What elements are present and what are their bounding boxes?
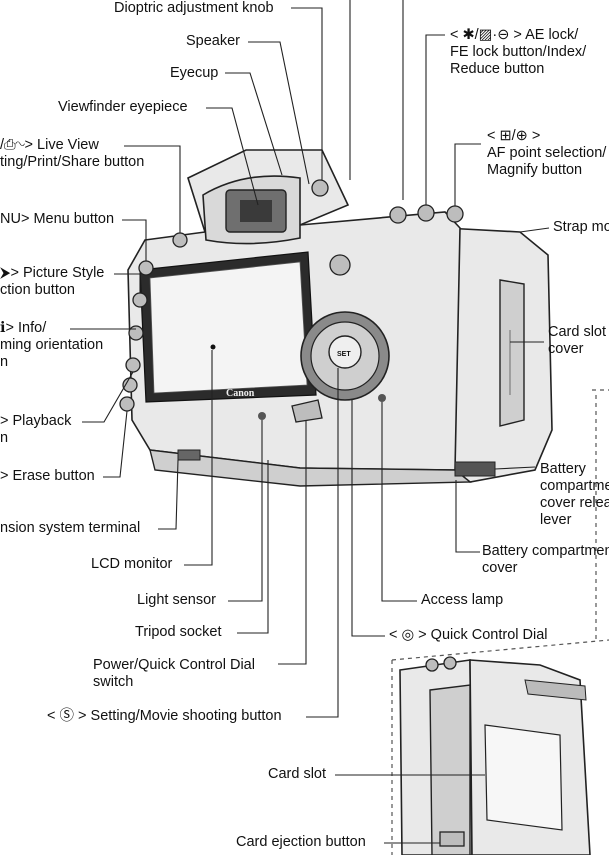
label-picture-style: ⮞> Picture Style ction button	[0, 265, 105, 298]
multi-controller	[329, 254, 351, 276]
label-eyecup: Eyecup	[170, 65, 219, 81]
label-battery-release: Battery compartment cover release lever	[540, 461, 609, 528]
label-access-lamp: Access lamp	[421, 592, 504, 608]
label-af-point: < ⊞/⊕ > AF point selection/ Magnify butt…	[487, 128, 607, 178]
camera-brand: Canon	[226, 388, 255, 399]
label-light-sensor: Light sensor	[137, 592, 216, 608]
label-info: ℹ> Info/ ming orientation n	[0, 320, 104, 370]
power-switch	[291, 399, 323, 423]
label-menu: NU> Menu button	[0, 211, 115, 227]
eyecup-shape	[202, 175, 301, 245]
label-viewfinder: Viewfinder eyepiece	[58, 99, 188, 115]
top-buttons	[389, 204, 464, 224]
dioptric-knob	[311, 179, 329, 197]
label-playback: > Playback n	[0, 413, 72, 446]
label-card-ejection: Card ejection button	[236, 834, 366, 850]
quick-control-dial	[300, 311, 390, 401]
label-dioptric: Dioptric adjustment knob	[114, 0, 274, 16]
label-erase: > Erase button	[0, 468, 95, 484]
grip-details	[177, 330, 511, 477]
label-quick-control-dial: < ◎ > Quick Control Dial	[389, 627, 548, 643]
leader-lines	[70, 0, 550, 844]
label-card-slot-cover: Card slot cover	[548, 324, 607, 357]
label-card-slot: Card slot	[268, 766, 327, 782]
label-tripod-socket: Tripod socket	[135, 624, 222, 640]
label-strap-mount: Strap mount	[553, 219, 609, 235]
label-speaker: Speaker	[186, 33, 241, 49]
label-extension-terminal: nsion system terminal	[0, 520, 141, 536]
label-lcd-monitor: LCD monitor	[91, 556, 173, 572]
light-sensor	[258, 412, 266, 420]
label-ae-lock: < ✱/▨·⊖ > AE lock/ FE lock button/Index/…	[450, 27, 587, 77]
label-live-view: /⎙∿> Live View ting/Print/Share button	[0, 137, 145, 170]
label-set-button: < Ⓢ > Setting/Movie shooting button	[47, 708, 282, 724]
card-compartment-inset	[391, 389, 609, 855]
access-lamp	[378, 394, 386, 402]
lcd-screen	[139, 251, 317, 403]
label-battery-cover: Battery compartment cover	[482, 543, 609, 576]
label-power-switch: Power/Quick Control Dial switch	[93, 657, 255, 690]
set-button-label: SET	[337, 351, 351, 358]
